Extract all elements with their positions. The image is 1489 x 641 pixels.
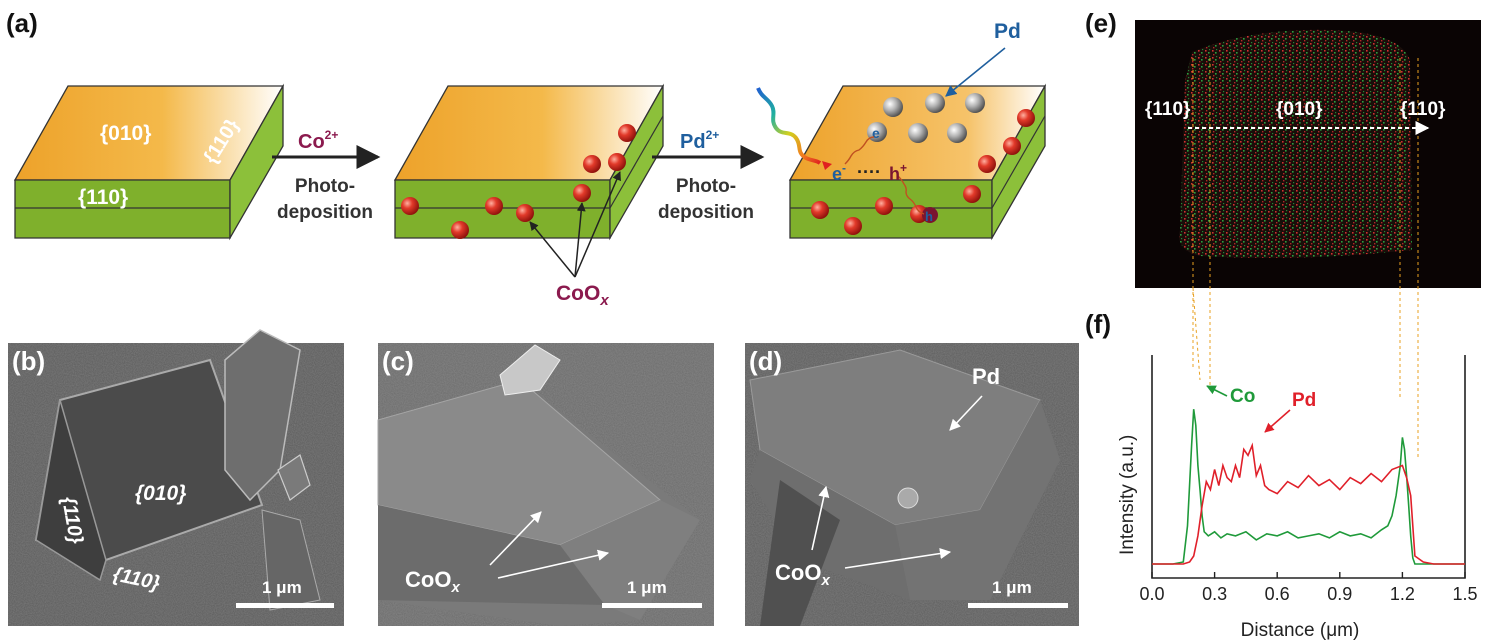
- dots-label: ····: [857, 162, 881, 182]
- electron-label: e-: [832, 161, 846, 184]
- panel-a: (a) {010} {110} {110} Co2+ Photo- deposi…: [6, 8, 1047, 309]
- panel-b-label: (b): [12, 346, 45, 376]
- step-1-ion: Co2+: [298, 128, 338, 153]
- chart-axes: [1151, 355, 1466, 579]
- scale-c-bar: [602, 603, 702, 608]
- x-tick-label: 0.9: [1327, 584, 1352, 604]
- coox-label-a: CoOx: [556, 282, 609, 309]
- x-tick-label: 1.5: [1452, 584, 1477, 604]
- pd-particles: [883, 93, 985, 143]
- scale-d-bar: [968, 603, 1068, 608]
- hole-label: h+: [889, 161, 907, 184]
- panel-d: (d) Pd CoOx 1 μm: [745, 343, 1079, 626]
- electron-in-particle: e: [872, 125, 880, 141]
- eds-crystal: [1179, 29, 1412, 258]
- coox-label-c: CoOx: [405, 567, 460, 596]
- x-tick-label: 0.0: [1139, 584, 1164, 604]
- crystal-3: e h e- ···· h+ Pd: [756, 20, 1047, 241]
- step-2-ion: Pd2+: [680, 128, 719, 153]
- panel-f-label: (f): [1085, 309, 1111, 339]
- chart-series: [1152, 409, 1465, 565]
- step-2-line1: Photo-: [676, 176, 736, 197]
- x-tick-label: 0.3: [1202, 584, 1227, 604]
- x-tick-label: 0.6: [1265, 584, 1290, 604]
- crystal-1-top-label: {010}: [100, 122, 151, 145]
- step-1-line2: deposition: [277, 202, 373, 223]
- panel-b: (b) {010} {110} {110} 1 μm: [8, 329, 344, 626]
- crystal-1-side-facet: [229, 83, 284, 241]
- line-profile-chart: 0.0 0.3 0.6 0.9 1.2 1.5: [1139, 355, 1478, 604]
- pd-series-label: Pd: [1292, 390, 1316, 411]
- eds-right-label: {110}: [1400, 99, 1446, 120]
- panel-e-label: (e): [1085, 8, 1117, 38]
- y-axis-label: Intensity (a.u.): [1117, 435, 1138, 555]
- light-wave: [756, 87, 822, 165]
- hole-in-particle: h: [925, 209, 933, 224]
- crystal-1: {010} {110} {110}: [13, 83, 285, 241]
- series-line-pd: [1152, 442, 1465, 565]
- panel-c: (c) CoOx 1 μm: [377, 343, 714, 626]
- crystal-1-front-label: {110}: [78, 186, 128, 209]
- panel-e: (e) {110} {010} {110}: [1085, 8, 1481, 460]
- step-1: Co2+ Photo- deposition: [272, 128, 381, 223]
- eds-mid-label: {010}: [1276, 99, 1323, 120]
- step-2-line2: deposition: [658, 202, 754, 223]
- panel-f: (f) 0.0 0.3 0.6 0.9 1.2 1.5 Co Pd Intensity (…: [1085, 309, 1478, 641]
- chart-ticks: 0.0 0.3 0.6 0.9 1.2 1.5: [1139, 572, 1478, 604]
- sem-b-010: {010}: [135, 482, 186, 505]
- eds-left-label: {110}: [1145, 99, 1191, 120]
- pd-label-a: Pd: [994, 20, 1021, 43]
- x-axis-label: Distance (μm): [1241, 620, 1360, 641]
- series-line-co: [1152, 409, 1465, 565]
- co-series-label: Co: [1230, 386, 1255, 407]
- panel-c-label: (c): [382, 346, 414, 376]
- panel-d-label: (d): [749, 346, 782, 376]
- coox-particles-2: [401, 124, 636, 239]
- step-1-line1: Photo-: [295, 176, 355, 197]
- step-2: Pd2+ Photo- deposition: [652, 128, 765, 223]
- panel-a-label: (a): [6, 8, 38, 38]
- pd-label-d: Pd: [972, 364, 1000, 389]
- coox-label-d: CoOx: [775, 560, 830, 589]
- x-tick-label: 1.2: [1390, 584, 1415, 604]
- crystal-2: CoOx: [393, 83, 665, 309]
- scale-b-text: 1 μm: [262, 578, 302, 597]
- axes-frame: [1151, 355, 1466, 579]
- scale-b-bar: [236, 603, 334, 608]
- scale-d-text: 1 μm: [992, 578, 1032, 597]
- scale-c-text: 1 μm: [627, 578, 667, 597]
